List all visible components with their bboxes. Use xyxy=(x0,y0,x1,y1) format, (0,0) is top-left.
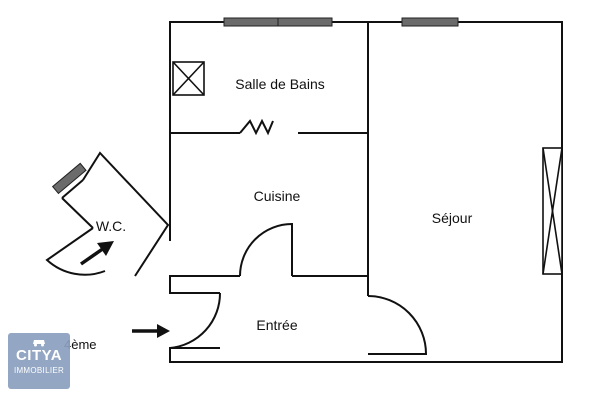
kitchen-door xyxy=(239,222,293,277)
window-living-top xyxy=(401,17,459,27)
window-bathroom-2 xyxy=(277,17,333,27)
windows xyxy=(51,17,459,195)
doors xyxy=(169,222,428,355)
room-label-kitchen: Cuisine xyxy=(254,188,301,204)
living-door xyxy=(367,295,428,355)
window-bathroom-1 xyxy=(223,17,279,27)
logo-car-icon xyxy=(33,340,45,347)
window-wc xyxy=(51,162,87,195)
ventilation-icon xyxy=(172,61,205,96)
room-label-wc: W.C. xyxy=(96,218,126,234)
citya-logo: CITYA IMMOBILIER xyxy=(8,333,70,389)
arrow-entrance-icon xyxy=(132,324,170,338)
arrow-wc-icon xyxy=(80,241,114,266)
window-living-right xyxy=(542,147,563,275)
room-label-living: Séjour xyxy=(432,210,473,226)
logo-subtitle: IMMOBILIER xyxy=(13,366,65,375)
interior-walls xyxy=(170,22,369,296)
kitchen-stove-symbol xyxy=(239,118,274,136)
floor-label: 4ème xyxy=(64,337,97,352)
room-label-entrance: Entrée xyxy=(256,317,297,333)
room-label-bathroom: Salle de Bains xyxy=(235,76,325,92)
entrance-door xyxy=(169,292,222,349)
wc-room xyxy=(45,151,170,277)
exterior-walls xyxy=(169,21,563,363)
logo-brand: CITYA xyxy=(15,347,63,364)
